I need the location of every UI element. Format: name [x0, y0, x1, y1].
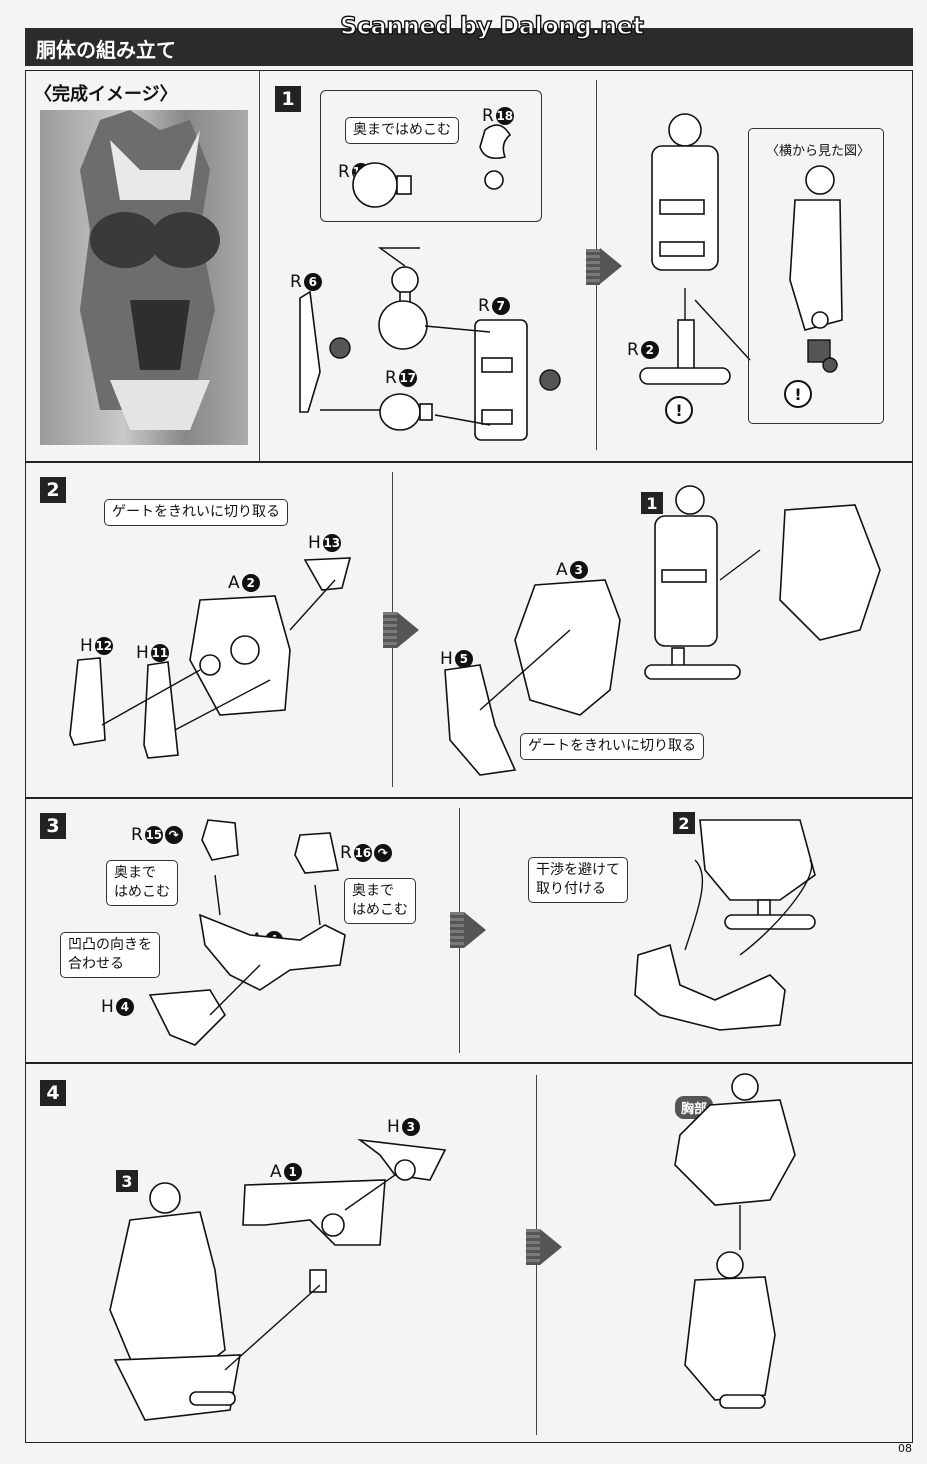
- warning-icon: !: [665, 396, 693, 424]
- callout-align-notch: 凹凸の向きを合わせる: [60, 932, 160, 978]
- reference-step-badge: 2: [673, 812, 695, 834]
- step-number-1: 1: [275, 86, 301, 112]
- next-arrow: [397, 612, 419, 648]
- callout-cut-gate: ゲートをきれいに切り取る: [104, 499, 288, 526]
- reference-step-badge: 1: [641, 492, 663, 514]
- side-view-inset: [748, 128, 884, 424]
- callout-avoid-interference: 干渉を避けて取り付ける: [528, 857, 628, 903]
- completion-photo: [40, 110, 248, 445]
- step2-parts-drawing: [69, 557, 352, 759]
- step-number-4: 4: [40, 1080, 66, 1106]
- step1-parts-drawing: [299, 124, 561, 441]
- step1-assembly-drawing: [639, 113, 751, 385]
- next-arrow: [600, 248, 622, 284]
- next-arrow: [540, 1229, 562, 1265]
- section-header-bar: [25, 28, 913, 66]
- next-arrow-tail: [450, 912, 464, 948]
- callout-cut-gate: ゲートをきれいに切り取る: [520, 733, 704, 760]
- step4-parts-drawing: [109, 1138, 447, 1421]
- next-arrow-tail: [526, 1229, 540, 1265]
- scan-watermark: Scanned by Dalong.net: [339, 11, 644, 40]
- next-arrow-tail: [586, 249, 600, 285]
- section-title: 胴体の組み立て: [36, 38, 176, 62]
- next-arrow: [464, 912, 486, 948]
- callout-push-fit: 奥まではめこむ: [344, 878, 416, 924]
- side-view-drawing: [789, 165, 843, 373]
- completion-image-label: 〈完成イメージ〉: [34, 84, 178, 105]
- rotate-icon: ↷: [164, 826, 183, 844]
- page-number: 08: [898, 1442, 912, 1455]
- next-arrow-tail: [383, 612, 397, 648]
- divider: [259, 70, 260, 462]
- step2-assembly-drawing: [444, 485, 881, 776]
- step3-parts-drawing: [148, 819, 346, 1046]
- step-number-2: 2: [40, 477, 66, 503]
- warning-icon: !: [784, 380, 812, 408]
- callout-push-fit: 奥まではめこむ: [345, 117, 459, 144]
- callout-push-fit: 奥まではめこむ: [106, 860, 178, 906]
- detail-bubble: [320, 90, 542, 222]
- step3-assembly-drawing: [634, 819, 816, 1031]
- rotate-icon: ↷: [373, 844, 392, 862]
- reference-step-badge: 3: [116, 1170, 138, 1192]
- side-view-label: 〈横から見た図〉: [766, 144, 871, 159]
- step4-assembly-drawing: [674, 1073, 796, 1409]
- step-number-3: 3: [40, 813, 66, 839]
